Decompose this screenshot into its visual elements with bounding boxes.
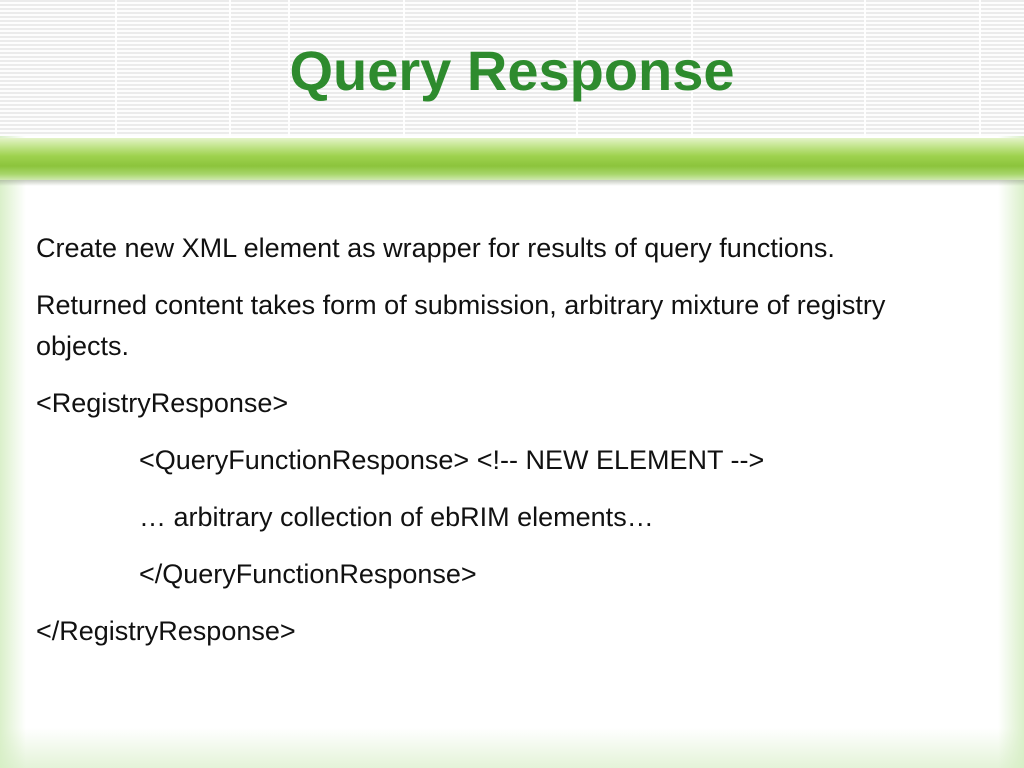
header-divider: [979, 0, 981, 136]
xml-line: <RegistryResponse>: [36, 388, 289, 418]
header-background: [0, 0, 1024, 136]
header-divider: [864, 0, 866, 136]
header-divider: [288, 0, 290, 136]
xml-line: … arbitrary collection of ebRIM elements…: [139, 502, 654, 532]
header-accent-band: [0, 138, 1024, 180]
header-divider: [229, 0, 231, 136]
xml-line: <QueryFunctionResponse> <!-- NEW ELEMENT…: [139, 445, 765, 475]
header-divider: [576, 0, 578, 136]
slide-body: Create new XML element as wrapper for re…: [36, 228, 966, 668]
xml-line: </QueryFunctionResponse>: [139, 559, 477, 589]
xml-line: </RegistryResponse>: [36, 616, 296, 646]
slide-title: Query Response: [289, 39, 735, 102]
header-band-shadow: [0, 180, 1024, 186]
body-paragraph: Returned content takes form of submissio…: [36, 290, 893, 361]
body-paragraph: Create new XML element as wrapper for re…: [36, 233, 835, 263]
header-divider: [403, 0, 405, 136]
header-divider: [115, 0, 117, 136]
header-divider: [691, 0, 693, 136]
